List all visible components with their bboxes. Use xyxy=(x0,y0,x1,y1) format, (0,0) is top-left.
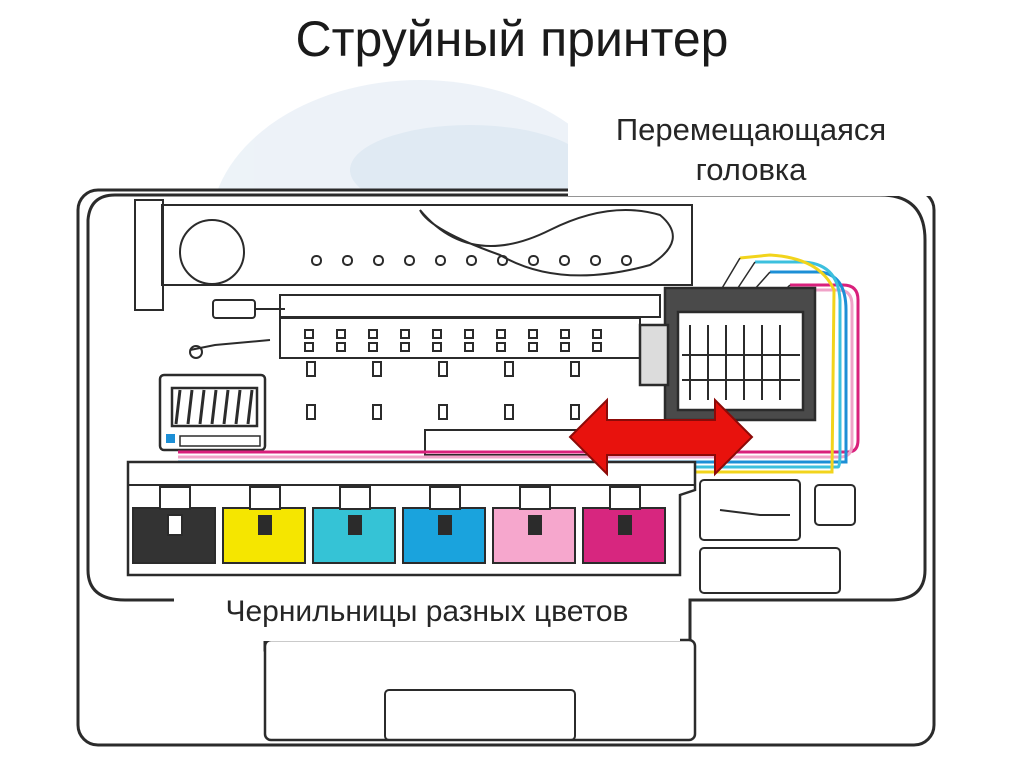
print-head-label-line2: головка xyxy=(695,152,807,187)
ink-tubes xyxy=(178,253,860,474)
movement-arrow xyxy=(568,397,754,477)
ink-tank-light-cyan xyxy=(312,486,396,564)
print-head xyxy=(638,286,817,422)
ink-tank-yellow xyxy=(222,486,306,564)
left-cartridge-holder xyxy=(158,373,267,452)
print-head-label: Перемещающаяся головка xyxy=(568,100,934,196)
print-head-label-line1: Перемещающаяся xyxy=(615,112,887,147)
ink-tank-magenta xyxy=(582,486,666,564)
ink-tank-cyan xyxy=(402,486,486,564)
ink-tank-black xyxy=(132,486,216,564)
ink-tanks-label: Чернильницы разных цветов xyxy=(174,583,680,641)
slide-title: Струйный принтер xyxy=(295,11,729,67)
rail-holes xyxy=(304,255,632,420)
left-mechanism xyxy=(189,299,285,359)
ink-tank-light-magenta xyxy=(492,486,576,564)
